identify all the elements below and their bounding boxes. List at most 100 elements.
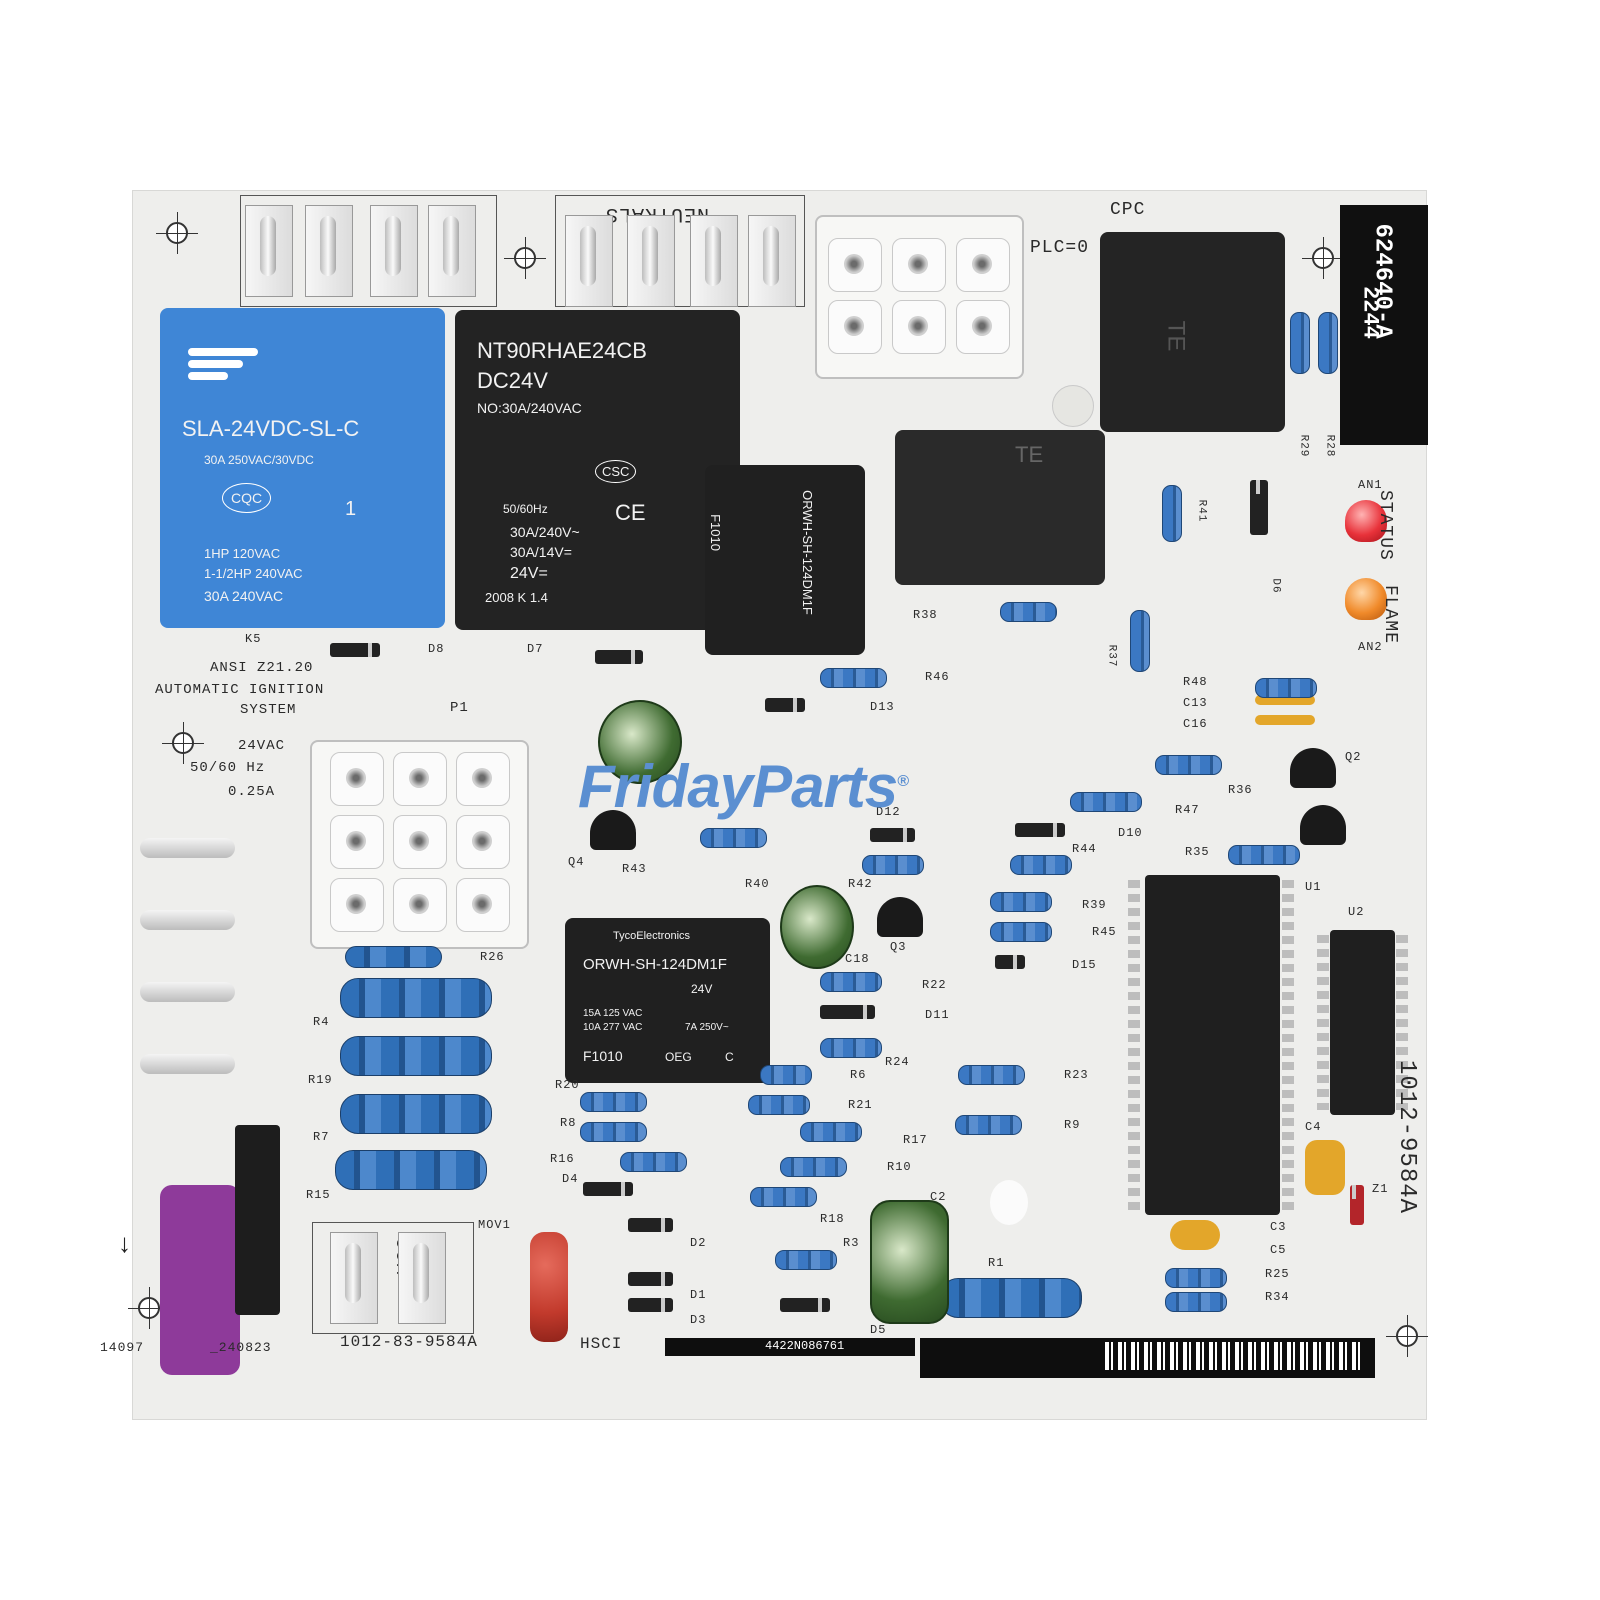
diode-d7 [595, 650, 643, 664]
connector-socket [330, 878, 384, 932]
blue-power-relay: SLA-24VDC-SL-C 30A 250VAC/30VDC CQC 1 1H… [160, 308, 445, 628]
ref-label: R37 [1105, 644, 1118, 668]
watermark-part1: Friday [578, 753, 753, 820]
mounting-hole [156, 212, 198, 254]
connector-socket [956, 300, 1010, 354]
resistor-r25 [1144, 1268, 1248, 1288]
status-led [1345, 500, 1387, 542]
spade-terminal [305, 205, 353, 297]
current-label: 0.25A [228, 784, 276, 800]
ref-label: R23 [1064, 1068, 1089, 1082]
ref-label: R47 [1175, 803, 1200, 817]
ref-label: R42 [848, 877, 873, 891]
microcontroller-u1 [1145, 875, 1280, 1215]
transistor-q3 [877, 897, 923, 937]
tantalum-capacitor-c4 [1305, 1140, 1345, 1195]
ref-label: R21 [848, 1098, 873, 1112]
ref-label: R28 [1323, 434, 1336, 458]
white-standoff [990, 1180, 1028, 1225]
black-power-relay: NT90RHAE24CB DC24V NO:30A/240VAC CSC 50/… [455, 310, 740, 630]
ref-label: R48 [1183, 675, 1208, 689]
watermark-reg: ® [897, 773, 909, 790]
ref-label: C13 [1183, 696, 1208, 710]
relay-voltage: DC24V [477, 368, 548, 393]
ignition-label: AUTOMATIC IGNITION [155, 682, 325, 698]
connector-socket [456, 752, 510, 806]
diode-d2 [628, 1218, 673, 1232]
te-brand: TE [1015, 442, 1044, 467]
resistor-r35 [1207, 845, 1321, 865]
date-code-label: _240823 [210, 1340, 272, 1355]
ref-label: D4 [562, 1172, 579, 1186]
relay-rating: 30A/240V~ [510, 524, 580, 540]
relay-code: F1010 [707, 514, 723, 551]
hsci-varistor [530, 1232, 568, 1342]
te-relay-upper: TE [1100, 232, 1285, 432]
te-brand: TE [1162, 320, 1190, 352]
connector-socket [330, 752, 384, 806]
electrolytic-capacitor-c2 [870, 1200, 949, 1324]
connector-socket [892, 300, 946, 354]
ref-label: R18 [820, 1212, 845, 1226]
relay-rating: 30A 240VAC [204, 588, 284, 604]
ic-u2 [1330, 930, 1395, 1115]
cqc-mark: CQC [222, 483, 272, 513]
ref-label: D10 [1118, 826, 1143, 840]
spade-terminal [370, 205, 418, 297]
ref-label: D6 [1269, 578, 1282, 594]
ref-label: R46 [925, 670, 950, 684]
diode-d6 [1250, 480, 1268, 535]
resistor-r29 [1269, 312, 1331, 374]
ref-label: C2 [930, 1190, 947, 1204]
relay-rating: 15A 125 VAC [583, 1008, 643, 1019]
ref-label: D7 [527, 642, 544, 656]
ref-label: R25 [1265, 1267, 1290, 1281]
an1-label: AN1 [1358, 478, 1383, 492]
songle-logo-icon [188, 348, 258, 388]
part-number-vertical: 1012-9584A [1393, 1060, 1420, 1215]
part-number-label: 624640-A 2244 [1340, 205, 1428, 445]
part-number-bottom: 1012-83-9584A [340, 1333, 478, 1351]
resistor-r28 [1297, 312, 1359, 374]
ref-label: R35 [1185, 845, 1210, 859]
connector-socket [956, 238, 1010, 292]
chip-pins [1317, 935, 1329, 1110]
diode-d13 [765, 698, 805, 712]
chip-pins [1128, 880, 1140, 1210]
relay-voltage: 24V [691, 982, 713, 996]
terminal-block [240, 195, 497, 307]
ref-label: Z1 [1372, 1182, 1389, 1196]
ref-label: R36 [1228, 783, 1253, 797]
resistor-r24 [799, 1038, 903, 1058]
ref-label: R41 [1195, 499, 1208, 523]
spade-terminal [627, 215, 675, 307]
spade-terminal [245, 205, 293, 297]
cpc-label: CPC [1110, 200, 1146, 220]
resistor-r16 [599, 1152, 708, 1172]
neutrals-block [555, 195, 805, 307]
spade-terminal [140, 982, 235, 1002]
ref-label: R6 [850, 1068, 867, 1082]
fridayparts-watermark: FridayParts® [578, 752, 909, 821]
standoff [1052, 385, 1094, 427]
relay-rating: 30A/14V= [510, 544, 572, 560]
connector-socket [393, 815, 447, 869]
diode-d10 [1015, 823, 1065, 837]
resistor-r8 [559, 1122, 668, 1142]
status-label: STATUS [1375, 490, 1395, 561]
ref-label: C16 [1183, 717, 1208, 731]
resistor-r19 [340, 1036, 492, 1076]
ref-label: R38 [913, 608, 938, 622]
te-relay-lower: TE [895, 430, 1105, 585]
an2-label: AN2 [1358, 640, 1383, 654]
resistor-r46 [799, 668, 908, 688]
spade-terminal [690, 215, 738, 307]
ref-label: D11 [925, 1008, 950, 1022]
chip-pins [1282, 880, 1294, 1210]
ref-label: D3 [690, 1313, 707, 1327]
relay-code: F1010 [583, 1048, 623, 1064]
tyco-relay-small: ORWH-SH-124DM1F F1010 [705, 465, 865, 655]
relay-brand: TycoElectronics [613, 930, 691, 942]
diode-d8 [330, 643, 380, 657]
resistor-r41 [1141, 485, 1203, 542]
